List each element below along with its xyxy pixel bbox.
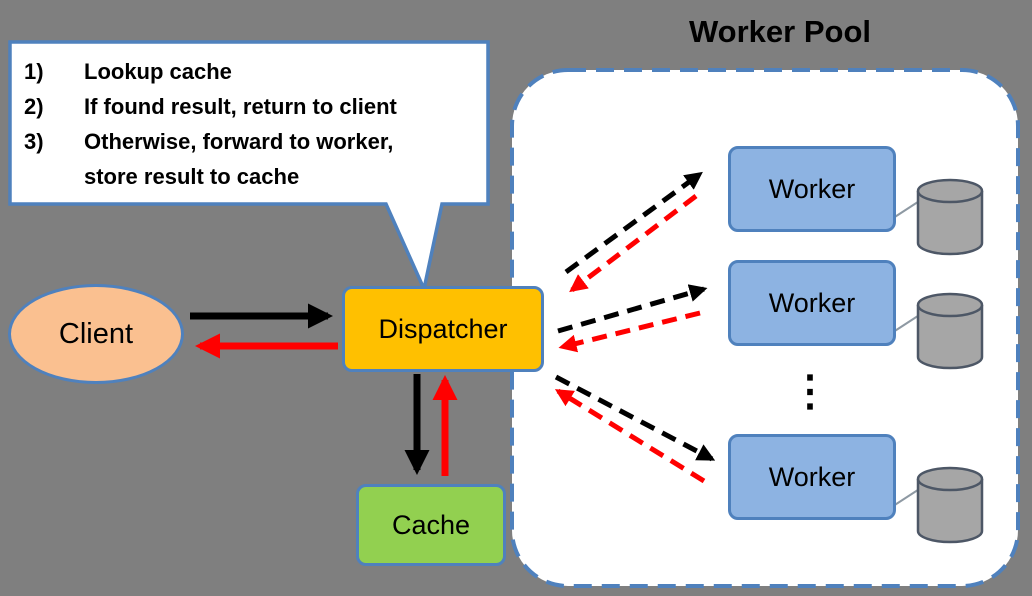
arrow-dispatcher-to-worker2 <box>557 284 708 334</box>
workers-ellipsis: ⋮ <box>789 366 831 414</box>
cache-label: Cache <box>391 509 471 540</box>
arrow-dispatcher-to-worker3 <box>554 374 716 462</box>
callout-item-1: 1) Lookup cache <box>16 54 482 89</box>
worker-1-label: Worker <box>768 173 856 204</box>
callout-item-1-number: 1) <box>24 59 44 84</box>
worker-3-label: Worker <box>768 461 856 492</box>
callout-item-2: 2) If found result, return to client <box>16 89 482 124</box>
arrow-dispatcher-to-worker1 <box>564 171 703 275</box>
worker-node-2: Worker <box>728 260 896 346</box>
cache-node: Cache <box>356 484 506 566</box>
callout-bubble <box>8 40 490 295</box>
callout-item-3-text: Otherwise, forward to worker, store resu… <box>84 129 394 189</box>
arrow-worker1-to-dispatcher <box>569 194 698 293</box>
callout-item-3-number: 3) <box>24 129 44 154</box>
dispatcher-node: Dispatcher <box>342 286 544 372</box>
worker-node-3: Worker <box>728 434 896 520</box>
callout-item-2-text: If found result, return to client <box>84 94 397 119</box>
worker-node-1: Worker <box>728 146 896 232</box>
callout-item-1-text: Lookup cache <box>84 59 232 84</box>
callout-item-2-number: 2) <box>24 94 44 119</box>
callout-item-3: 3) Otherwise, forward to worker, store r… <box>16 124 482 194</box>
database-cylinder-2 <box>916 292 984 370</box>
arrow-worker3-to-dispatcher <box>554 388 706 484</box>
database-cylinder-3 <box>916 466 984 544</box>
client-node: Client <box>8 284 184 384</box>
client-label: Client <box>58 317 134 350</box>
dispatcher-label: Dispatcher <box>378 313 508 344</box>
worker-2-label: Worker <box>768 287 856 318</box>
database-cylinder-1 <box>916 178 984 256</box>
callout-instructions: 1) Lookup cache 2) If found result, retu… <box>16 54 482 194</box>
worker-pool-title: Worker Pool <box>688 14 872 49</box>
